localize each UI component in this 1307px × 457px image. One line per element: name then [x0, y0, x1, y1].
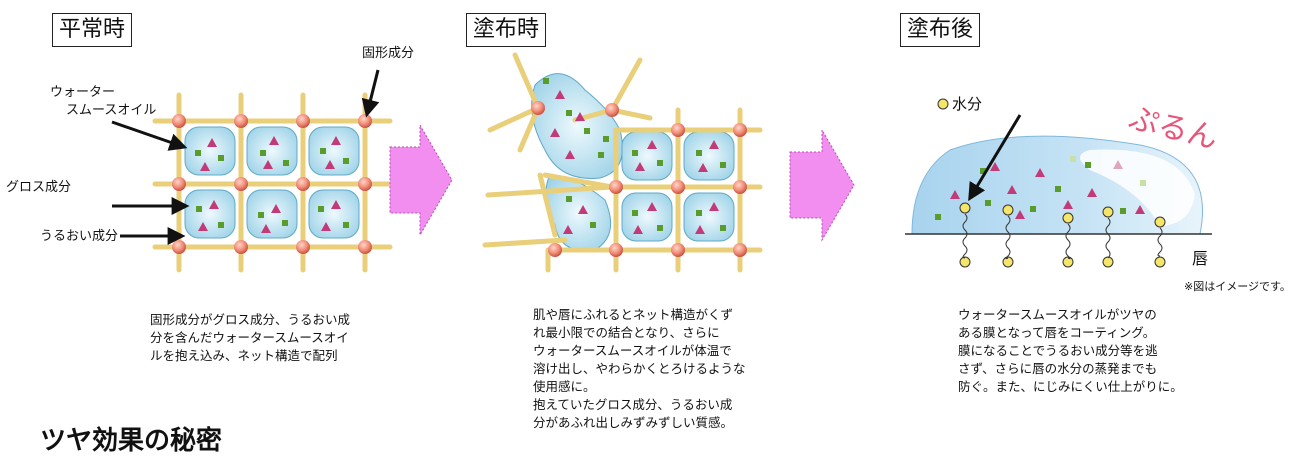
- particles: [935, 156, 1146, 220]
- label-oil-line1: ウォーター: [50, 85, 116, 100]
- label-arrows: [111, 69, 380, 245]
- rods: [152, 92, 393, 273]
- transition-arrow-1: [389, 123, 453, 237]
- description-line: 抱えていたグロス成分、うるおい成: [533, 397, 733, 412]
- stage-title-after: 塗布後: [900, 13, 981, 47]
- applying-state-network: [482, 52, 763, 273]
- diagram-canvas: [111, 52, 1212, 273]
- solid-nodes: [172, 114, 372, 254]
- description-line: れ最小限での結合となり、さらに: [533, 325, 720, 340]
- image-note: ※図はイメージです。: [1184, 280, 1291, 293]
- description-line: 膜になることでうるおい成分等を逃: [958, 343, 1158, 358]
- particles: [543, 78, 726, 234]
- description-line: ルを抱え込み、ネット構造で配列: [150, 348, 338, 363]
- section-heading: ツヤ効果の秘密: [40, 426, 223, 456]
- particles: [195, 136, 349, 233]
- after-state-film: [905, 98, 1212, 268]
- label-water: 水分: [952, 95, 983, 113]
- water-molecules: [959, 202, 1166, 268]
- label-gloss: グロス成分: [6, 180, 72, 195]
- transition-arrow-2: [789, 128, 855, 242]
- label-solid: 固形成分: [362, 46, 415, 61]
- description-line: ウォータースムースオイルがツヤの: [958, 307, 1157, 322]
- normal-state-network: [111, 69, 393, 273]
- stage-title-normal: 平常時: [52, 13, 133, 47]
- description-line: ある膜となって唇をコーティング。: [958, 325, 1156, 340]
- description-line: 肌や唇にふれるとネット構造がくず: [533, 307, 734, 322]
- description-line: ウォータースムースオイルが体温で: [533, 343, 732, 358]
- solid-nodes: [531, 101, 747, 257]
- label-lip: 唇: [1192, 249, 1209, 268]
- description-line: 固形成分がグロス成分、うるおい成: [150, 312, 351, 327]
- description-normal: 固形成分がグロス成分、うるおい成 分を含んだウォータースムースオイ ルを抱え込み…: [150, 311, 350, 365]
- water-legend-dot: [937, 98, 949, 110]
- label-moist: うるおい成分: [40, 229, 119, 244]
- description-line: 防ぐ。また、にじみにくい仕上がりに。: [958, 379, 1183, 394]
- description-line: 使用感に。: [533, 379, 596, 394]
- description-applying: 肌や唇にふれるとネット構造がくず れ最小限での結合となり、さらに ウォータースム…: [533, 306, 746, 432]
- description-line: さず、さらに唇の水分の蒸発までも: [958, 361, 1158, 376]
- water-arrow: [968, 114, 1022, 202]
- description-line: 溶け出し、やわらかくとろけるような: [533, 361, 746, 376]
- stage-title-applying: 塗布時: [466, 13, 547, 47]
- description-after: ウォータースムースオイルがツヤの ある膜となって唇をコーティング。 膜になること…: [958, 306, 1183, 396]
- description-line: 分があふれ出しみずみずしい質感。: [533, 415, 734, 430]
- label-oil-line2: スムースオイル: [66, 103, 157, 118]
- description-line: 分を含んだウォータースムースオイ: [150, 330, 349, 345]
